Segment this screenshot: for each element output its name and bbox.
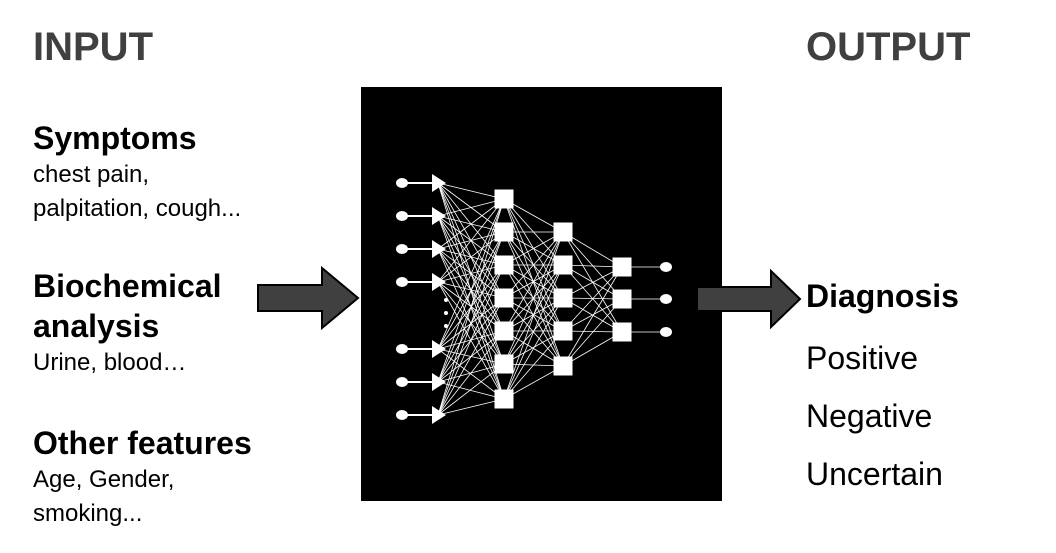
output-heading: OUTPUT <box>806 25 971 69</box>
network-connection <box>503 231 564 332</box>
network-connection <box>437 231 505 416</box>
network-connection <box>503 231 564 365</box>
hidden-node <box>494 189 514 209</box>
network-connection <box>562 298 623 367</box>
input-node <box>396 277 408 287</box>
input-node <box>396 178 408 188</box>
network-connection <box>437 198 505 416</box>
hidden-node <box>494 222 514 242</box>
hidden-node <box>612 322 632 342</box>
network-connection <box>503 330 564 400</box>
network-connection <box>437 182 505 200</box>
network-connection <box>562 330 623 333</box>
group-desc-line: smoking... <box>33 500 143 527</box>
network-connection <box>437 264 505 416</box>
network-connection <box>437 231 505 283</box>
network-connection <box>562 266 623 367</box>
network-connection <box>437 198 505 217</box>
input-node-triangle <box>432 373 446 391</box>
group-desc-line: palpitation, cough... <box>33 195 242 222</box>
option-uncertain: Uncertain <box>806 456 943 492</box>
hidden-node <box>494 321 514 341</box>
group-desc-line: chest pain, <box>33 161 150 188</box>
input-node <box>396 410 408 420</box>
group-title-line: analysis <box>33 308 160 344</box>
input-node-triangle <box>432 340 446 358</box>
output-node <box>660 294 672 304</box>
option-negative: Negative <box>806 398 933 434</box>
hidden-node <box>494 255 514 275</box>
hidden-node <box>553 288 573 308</box>
network-connection <box>503 297 564 365</box>
network-connection <box>503 231 564 367</box>
network-connection <box>562 266 623 332</box>
network-connection <box>503 198 564 367</box>
input-group-biochemical: Biochemical analysis Urine, blood… <box>33 266 222 380</box>
hidden-node <box>553 356 573 376</box>
group-title: Symptoms <box>33 120 197 156</box>
network-connection <box>503 365 564 400</box>
network-connection <box>503 231 564 266</box>
network-connection <box>503 231 564 299</box>
input-node <box>396 211 408 221</box>
network-connection <box>562 231 623 300</box>
hidden-node <box>494 389 514 409</box>
hidden-node <box>612 289 632 309</box>
group-title-line: Biochemical <box>33 268 222 304</box>
network-connection <box>562 331 623 367</box>
group-desc-line: Age, Gender, <box>33 466 175 493</box>
hidden-node <box>553 321 573 341</box>
network-connection <box>562 266 623 299</box>
network-connection <box>503 264 564 400</box>
network-connection <box>437 198 505 250</box>
output-node <box>660 262 672 272</box>
network-connection <box>562 264 623 300</box>
input-node-triangle <box>432 174 446 192</box>
output-node <box>660 327 672 337</box>
network-connection <box>437 363 505 416</box>
hidden-node <box>553 255 573 275</box>
group-desc-line: Urine, blood… <box>33 349 187 376</box>
hidden-node <box>494 288 514 308</box>
diagnosis-title: Diagnosis <box>806 278 959 314</box>
hidden-node <box>553 222 573 242</box>
network-connection <box>503 330 564 365</box>
network-connection <box>562 231 623 268</box>
network-connection <box>437 381 505 400</box>
network-connection <box>437 297 505 416</box>
network-connection <box>437 198 505 383</box>
network-connection <box>503 198 564 233</box>
input-node <box>396 344 408 354</box>
network-connection <box>503 297 564 400</box>
hidden-node <box>494 354 514 374</box>
input-group-symptoms: Symptoms chest pain, palpitation, cough.… <box>33 118 241 226</box>
network-connection <box>562 298 623 332</box>
network-connection <box>437 398 505 416</box>
ellipsis-dots <box>444 298 448 328</box>
network-connection <box>437 198 505 283</box>
input-node-triangle <box>432 240 446 258</box>
input-group-other: Other features Age, Gender, smoking... <box>33 423 252 531</box>
network-connection <box>503 231 564 400</box>
input-heading: INPUT <box>33 25 153 69</box>
hidden-node <box>612 257 632 277</box>
input-node-triangle <box>432 406 446 424</box>
input-node <box>396 244 408 254</box>
network-connection <box>437 198 505 350</box>
input-arrow-icon <box>257 265 360 331</box>
group-title: Other features <box>33 425 252 461</box>
output-arrow-icon <box>696 268 802 330</box>
network-connection <box>437 330 505 416</box>
option-positive: Positive <box>806 340 919 376</box>
input-node-triangle <box>432 207 446 225</box>
network-connection <box>562 264 623 268</box>
input-node-triangle <box>432 273 446 291</box>
input-node <box>396 377 408 387</box>
